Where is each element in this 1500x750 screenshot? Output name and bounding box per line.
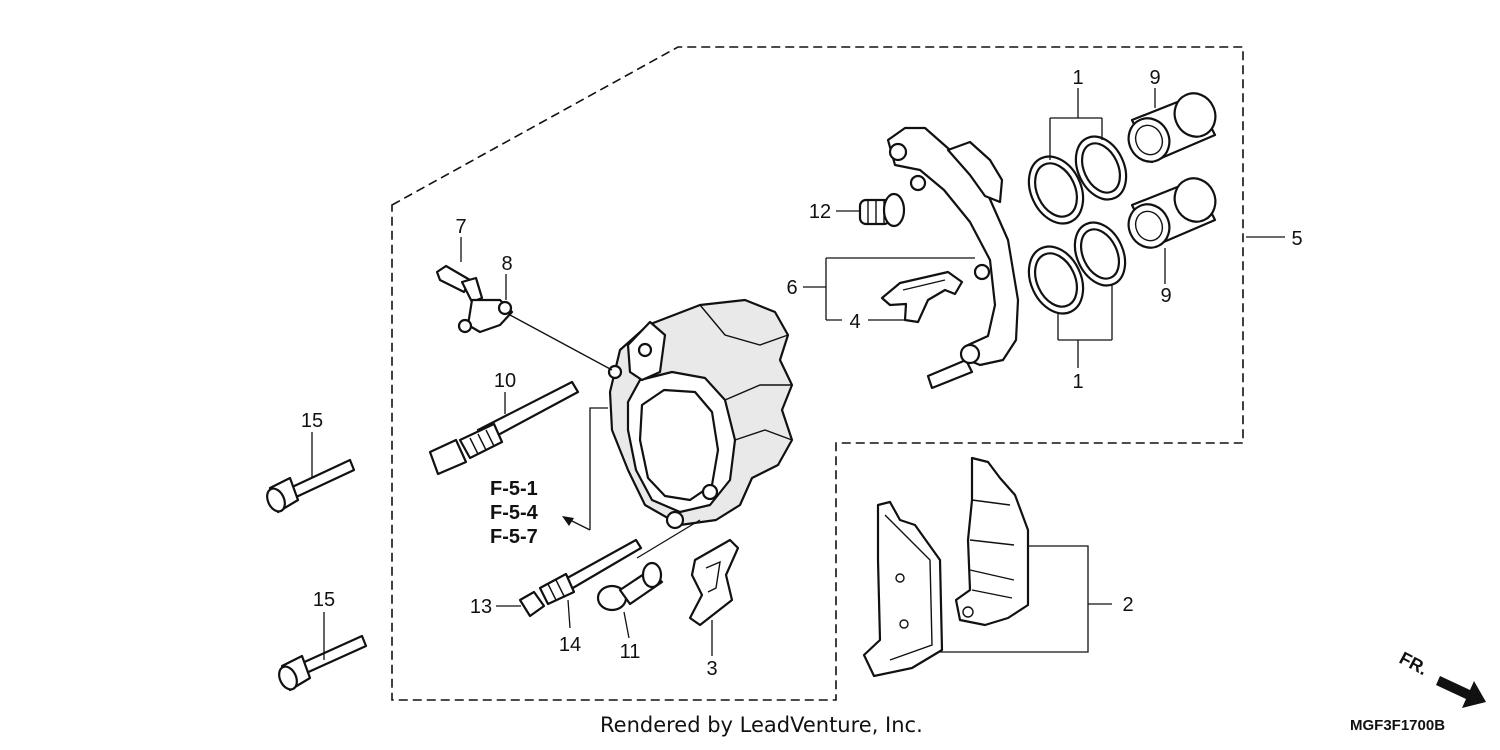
caliper-bracket[interactable] <box>886 126 1020 390</box>
part-11[interactable] <box>596 561 664 612</box>
callout-1-top: 1 <box>1072 67 1083 89</box>
piston-bottom[interactable] <box>1122 172 1223 255</box>
reference-f-5-7[interactable]: F-5-7 <box>490 526 538 548</box>
mounting-bolt-top[interactable] <box>264 458 356 514</box>
piston-seal-bottom-left[interactable] <box>1019 238 1094 323</box>
piston-seal-bottom-right[interactable] <box>1065 214 1135 293</box>
callout-4: 4 <box>849 311 860 333</box>
pad-spring-3[interactable] <box>688 538 740 627</box>
footer-credit: Rendered by LeadVenture, Inc. <box>600 713 923 737</box>
callout-11: 11 <box>620 641 641 663</box>
callout-7: 7 <box>455 216 466 238</box>
piston-seal-top-right[interactable] <box>1066 128 1136 207</box>
pin-bolt-10[interactable] <box>428 380 580 476</box>
assembly-boundary <box>391 46 1244 701</box>
pin-bolt-14[interactable] <box>538 538 643 606</box>
pad-retainer[interactable] <box>880 270 964 324</box>
front-direction-arrow-icon <box>1436 676 1486 708</box>
pin-bolt-12[interactable] <box>858 192 906 228</box>
brake-pad-front[interactable] <box>862 500 944 678</box>
callout-10: 10 <box>494 370 516 392</box>
bleeder-cap[interactable] <box>457 298 514 334</box>
brake-pad-rear[interactable] <box>954 456 1030 627</box>
callout-8: 8 <box>501 253 512 275</box>
callout-13: 13 <box>470 596 492 618</box>
mounting-bolt-bottom[interactable] <box>276 634 368 692</box>
callout-9-top: 9 <box>1149 67 1160 89</box>
callout-12: 12 <box>809 201 831 223</box>
callout-9-bottom: 9 <box>1160 285 1171 307</box>
piston-top[interactable] <box>1122 87 1223 169</box>
callout-3: 3 <box>706 658 717 680</box>
callout-15-top: 15 <box>301 410 323 432</box>
diagram-code: MGF3F1700B <box>1350 717 1445 734</box>
callout-2: 2 <box>1122 594 1133 616</box>
reference-f-5-1[interactable]: F-5-1 <box>490 478 538 500</box>
callout-1-bottom: 1 <box>1072 371 1083 393</box>
callout-6: 6 <box>786 277 797 299</box>
bleeder-valve[interactable] <box>435 264 484 304</box>
piston-seal-top-left[interactable] <box>1019 148 1094 233</box>
callout-5: 5 <box>1291 228 1302 250</box>
callout-15-bottom: 15 <box>313 589 335 611</box>
front-direction-label: FR. <box>1396 648 1431 679</box>
callout-14: 14 <box>559 634 581 656</box>
leader-lines <box>311 88 1285 660</box>
nut-13[interactable] <box>518 590 546 618</box>
reference-f-5-4[interactable]: F-5-4 <box>490 502 539 524</box>
caliper-body[interactable] <box>607 298 794 530</box>
